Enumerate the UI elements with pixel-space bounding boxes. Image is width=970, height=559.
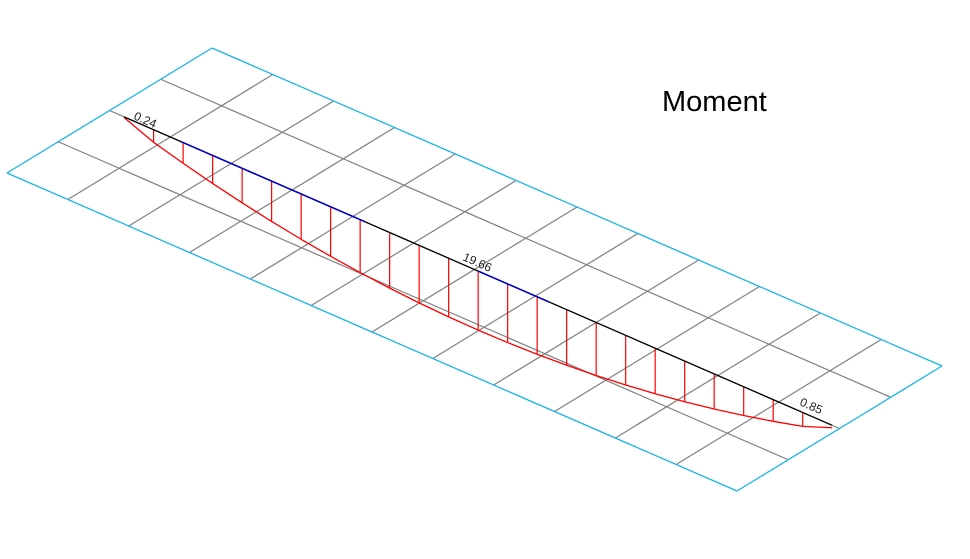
moment-curve-segment <box>714 408 744 417</box>
moment-curve-segment <box>536 353 567 366</box>
moment-curve-segment <box>595 374 626 386</box>
moment-curve-segment <box>418 302 449 318</box>
moment-curve-segment <box>477 329 508 344</box>
moment-curve-segment <box>212 182 243 204</box>
grid-border <box>211 47 943 367</box>
moment-curve-segment <box>655 393 685 403</box>
moment-curve-segment <box>743 414 774 422</box>
moment-curve-segment <box>566 364 597 377</box>
moment-curve-segment <box>359 272 390 289</box>
beam <box>123 116 833 426</box>
grid-line <box>160 78 891 398</box>
moment-curve-segment <box>300 238 331 257</box>
beam-highlight <box>180 140 366 223</box>
grid-border <box>6 47 213 174</box>
grid-line <box>58 141 789 461</box>
moment-curve-segment <box>153 141 184 164</box>
moment-curve-segment <box>507 341 538 355</box>
moment-curve-segment <box>625 384 656 395</box>
beam-highlight <box>477 270 550 303</box>
grid-border <box>736 365 943 492</box>
moment-curve-segment <box>123 117 155 143</box>
label-end: 0.85 <box>798 395 825 417</box>
moment-curve-segment <box>330 255 361 274</box>
moment-curve-segment <box>448 316 479 331</box>
moment-curve-segment <box>802 425 833 429</box>
moment-curve-segment <box>271 220 302 240</box>
moment-curve-segment <box>241 202 272 222</box>
diagram-title: Moment <box>662 86 767 118</box>
moment-curve-segment <box>389 287 420 304</box>
moment-curve-segment <box>684 401 715 410</box>
moment-curve-segment <box>182 162 213 184</box>
grid-border <box>6 172 738 492</box>
moment-curve <box>123 117 833 429</box>
moment-curve-segment <box>773 420 803 428</box>
